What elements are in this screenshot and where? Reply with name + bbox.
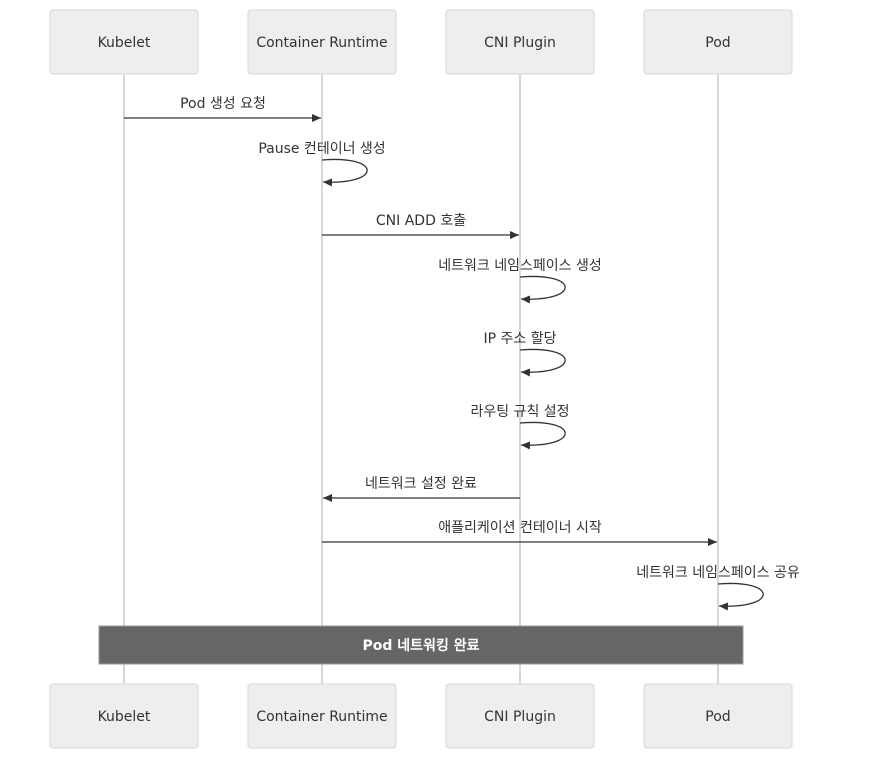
participant-box	[49, 683, 199, 749]
participant-box	[445, 683, 595, 749]
message-label: CNI ADD 호출	[376, 213, 466, 229]
participant-bottom-cni-plugin: CNI Plugin	[445, 683, 595, 749]
note: Pod 네트워킹 완료	[98, 625, 744, 665]
participant-bottom-container-runtime: Container Runtime	[247, 683, 397, 749]
message-label: 애플리케이션 컨테이너 시작	[438, 520, 602, 536]
participant-label: Pod	[705, 35, 730, 51]
participant-top-container-runtime: Container Runtime	[247, 9, 397, 75]
participant-bottom-kubelet: Kubelet	[49, 683, 199, 749]
message-label: 네트워크 설정 완료	[365, 476, 477, 492]
message-8: 애플리케이션 컨테이너 시작	[322, 520, 717, 546]
message-label: IP 주소 할당	[484, 331, 557, 347]
self-message-arrow	[519, 348, 566, 377]
participant-bottom-pod: Pod	[643, 683, 793, 749]
participant-box	[247, 9, 397, 75]
message-3: CNI ADD 호출	[322, 213, 519, 239]
participant-top-kubelet: Kubelet	[49, 9, 199, 75]
message-2: Pause 컨테이너 생성	[258, 141, 386, 187]
self-message-arrow	[321, 158, 368, 187]
note-box	[98, 625, 744, 665]
participant-box	[247, 683, 397, 749]
message-7: 네트워크 설정 완료	[323, 476, 520, 502]
self-message-arrow	[519, 421, 566, 450]
participant-top-pod: Pod	[643, 9, 793, 75]
participant-label: CNI Plugin	[484, 35, 556, 51]
message-4: 네트워크 네임스페이스 생성	[438, 258, 602, 304]
message-label: Pod 생성 요청	[180, 96, 266, 112]
participant-box	[445, 9, 595, 75]
participant-label: Container Runtime	[256, 35, 387, 51]
participant-label: Kubelet	[98, 35, 151, 51]
participant-box	[643, 9, 793, 75]
participant-label: Container Runtime	[256, 709, 387, 725]
message-label: Pause 컨테이너 생성	[258, 141, 385, 157]
participant-top-cni-plugin: CNI Plugin	[445, 9, 595, 75]
participant-box	[49, 9, 199, 75]
self-message-arrow	[519, 275, 566, 304]
message-1: Pod 생성 요청	[124, 96, 321, 122]
message-label: 네트워크 네임스페이스 공유	[636, 565, 800, 581]
message-5: IP 주소 할당	[484, 331, 566, 377]
message-9: 네트워크 네임스페이스 공유	[636, 565, 800, 611]
participant-box	[643, 683, 793, 749]
message-label: 네트워크 네임스페이스 생성	[438, 258, 601, 274]
self-message-arrow	[717, 582, 764, 611]
participant-label: CNI Plugin	[484, 709, 556, 725]
message-label: 라우팅 규칙 설정	[470, 404, 569, 420]
participant-label: Kubelet	[98, 709, 151, 725]
note-label: Pod 네트워킹 완료	[363, 637, 480, 654]
message-6: 라우팅 규칙 설정	[470, 404, 570, 450]
participant-label: Pod	[705, 709, 730, 725]
